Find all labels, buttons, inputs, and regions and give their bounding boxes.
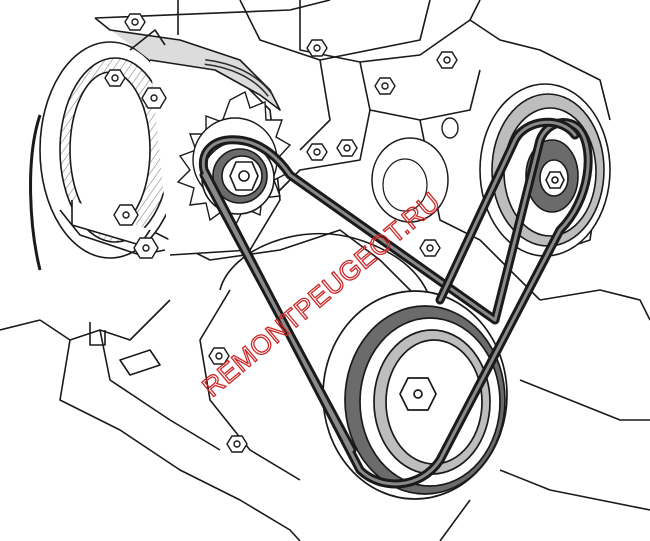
bolt-icon bbox=[104, 69, 126, 87]
block-bolts bbox=[124, 13, 458, 453]
crankshaft-pulley bbox=[322, 290, 508, 500]
bolt-icon bbox=[226, 435, 248, 453]
belt-right-strand bbox=[435, 117, 580, 305]
crank-bolt-icon bbox=[399, 377, 437, 411]
bolt-icon bbox=[124, 13, 146, 31]
bolt-icon bbox=[113, 204, 139, 226]
bolt-icon bbox=[336, 139, 358, 157]
bolt-icon bbox=[545, 171, 565, 189]
nut-icon bbox=[229, 161, 259, 191]
oil-hole bbox=[441, 117, 459, 139]
bolt-icon bbox=[374, 77, 396, 95]
block-boss-inner bbox=[382, 158, 428, 212]
drive-belt bbox=[198, 118, 593, 489]
bolt-icon bbox=[306, 143, 328, 161]
bolt-icon bbox=[419, 239, 441, 257]
bolt-icon bbox=[208, 347, 230, 365]
bolt-icon bbox=[436, 51, 458, 69]
alternator-bolts bbox=[104, 69, 167, 259]
bolt-icon bbox=[306, 39, 328, 57]
bolt-icon bbox=[133, 237, 159, 259]
bolt-icon bbox=[141, 87, 167, 109]
